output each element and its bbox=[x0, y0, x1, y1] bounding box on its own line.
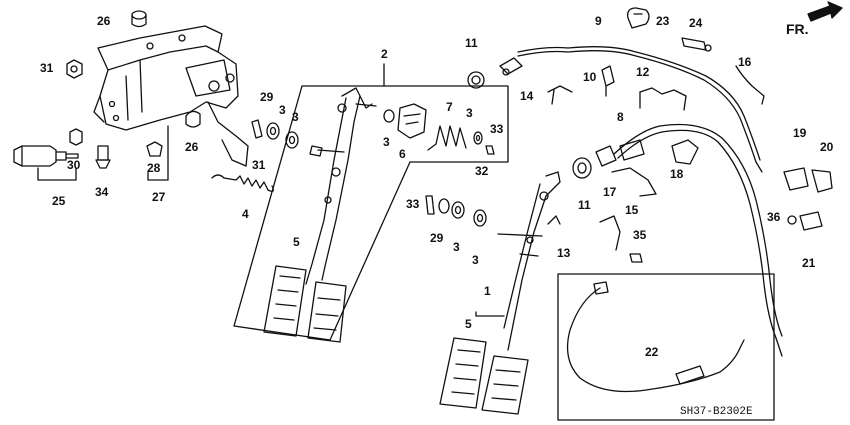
washer-kit bbox=[383, 109, 495, 155]
callout-13: 13 bbox=[557, 246, 571, 260]
clip-28 bbox=[146, 125, 169, 181]
callout-4: 4 bbox=[242, 207, 249, 221]
callout-5: 5 bbox=[465, 317, 472, 331]
callout-3: 3 bbox=[466, 106, 473, 120]
bracket-6 bbox=[397, 103, 427, 139]
callout-3: 3 bbox=[383, 135, 390, 149]
stop-switch bbox=[13, 128, 111, 181]
callout-3: 3 bbox=[279, 103, 286, 117]
nut-31-left bbox=[66, 59, 83, 79]
callout-12: 12 bbox=[636, 65, 650, 79]
callout-23: 23 bbox=[656, 14, 670, 28]
callout-31: 31 bbox=[252, 158, 266, 172]
callout-17: 17 bbox=[603, 185, 617, 199]
callout-19: 19 bbox=[793, 126, 807, 140]
pedal-pad-5-kit bbox=[263, 265, 347, 343]
clamp-23 bbox=[627, 7, 650, 29]
callout-3: 3 bbox=[472, 253, 479, 267]
bracket-18 bbox=[671, 139, 699, 165]
clip-10 bbox=[601, 65, 615, 97]
callout-24: 24 bbox=[689, 16, 703, 30]
callout-3: 3 bbox=[292, 110, 299, 124]
callout-9: 9 bbox=[595, 14, 602, 28]
callout-31: 31 bbox=[40, 61, 54, 75]
callout-28: 28 bbox=[147, 161, 161, 175]
callout-6: 6 bbox=[399, 147, 406, 161]
callout-27: 27 bbox=[152, 190, 166, 204]
return-spring-4 bbox=[211, 174, 274, 192]
front-direction-arrow bbox=[807, 1, 843, 22]
diagram-code: SH37-B2302E bbox=[680, 406, 753, 418]
washer-group-lower bbox=[425, 195, 487, 227]
bracket-20 bbox=[811, 169, 833, 193]
cable-8 bbox=[595, 123, 783, 357]
callout-8: 8 bbox=[617, 110, 624, 124]
callout-20: 20 bbox=[820, 140, 834, 154]
callout-10: 10 bbox=[583, 70, 597, 84]
accelerator-cable-9 bbox=[499, 46, 763, 173]
bracket-17 bbox=[599, 215, 621, 251]
callout-36: 36 bbox=[767, 210, 781, 224]
callout-11: 11 bbox=[465, 36, 478, 50]
callout-25: 25 bbox=[52, 194, 66, 208]
cable-22-box bbox=[557, 273, 775, 421]
bolt-35 bbox=[629, 253, 643, 263]
cap-26-right bbox=[185, 110, 201, 128]
cable-16 bbox=[735, 65, 765, 105]
callout-29: 29 bbox=[430, 231, 444, 245]
pedal-bracket bbox=[93, 25, 249, 167]
callout-18: 18 bbox=[670, 167, 684, 181]
cap-26-top bbox=[131, 10, 147, 28]
callout-33: 33 bbox=[490, 122, 504, 136]
clutch-pedal-arm bbox=[305, 87, 377, 285]
bracket-19 bbox=[783, 167, 809, 191]
callout-35: 35 bbox=[633, 228, 647, 242]
callout-26: 26 bbox=[185, 140, 199, 154]
clip-14 bbox=[547, 85, 573, 105]
callout-22: 22 bbox=[645, 345, 659, 359]
callout-16: 16 bbox=[738, 55, 752, 69]
spring-7 bbox=[427, 125, 467, 151]
callout-11: 11 bbox=[578, 198, 591, 212]
callout-1: 1 bbox=[484, 284, 491, 298]
callout-34: 34 bbox=[95, 185, 109, 199]
callout-32: 32 bbox=[475, 164, 489, 178]
callout-5: 5 bbox=[293, 235, 300, 249]
grommet-11-upper bbox=[467, 71, 485, 89]
callout-30: 30 bbox=[67, 158, 81, 172]
grommet-11-lower bbox=[572, 157, 592, 179]
callout-15: 15 bbox=[625, 203, 639, 217]
kit-2-outline bbox=[233, 63, 509, 341]
callout-21: 21 bbox=[802, 256, 816, 270]
pedal-pad-5-lower bbox=[439, 311, 529, 415]
bolt-24 bbox=[681, 37, 712, 52]
bolt-36 bbox=[787, 215, 797, 225]
washer-group-left bbox=[251, 119, 299, 149]
callout-2: 2 bbox=[381, 47, 388, 61]
bracket-15 bbox=[611, 167, 657, 197]
callout-26: 26 bbox=[97, 14, 111, 28]
callout-29: 29 bbox=[260, 90, 274, 104]
accelerator-pedal-arm bbox=[497, 171, 561, 351]
callout-7: 7 bbox=[446, 100, 453, 114]
callout-33: 33 bbox=[406, 197, 420, 211]
callout-14: 14 bbox=[520, 89, 534, 103]
callout-3: 3 bbox=[453, 240, 460, 254]
clip-12 bbox=[639, 87, 687, 111]
front-direction-label: FR. bbox=[786, 21, 809, 37]
bracket-21 bbox=[799, 211, 823, 231]
